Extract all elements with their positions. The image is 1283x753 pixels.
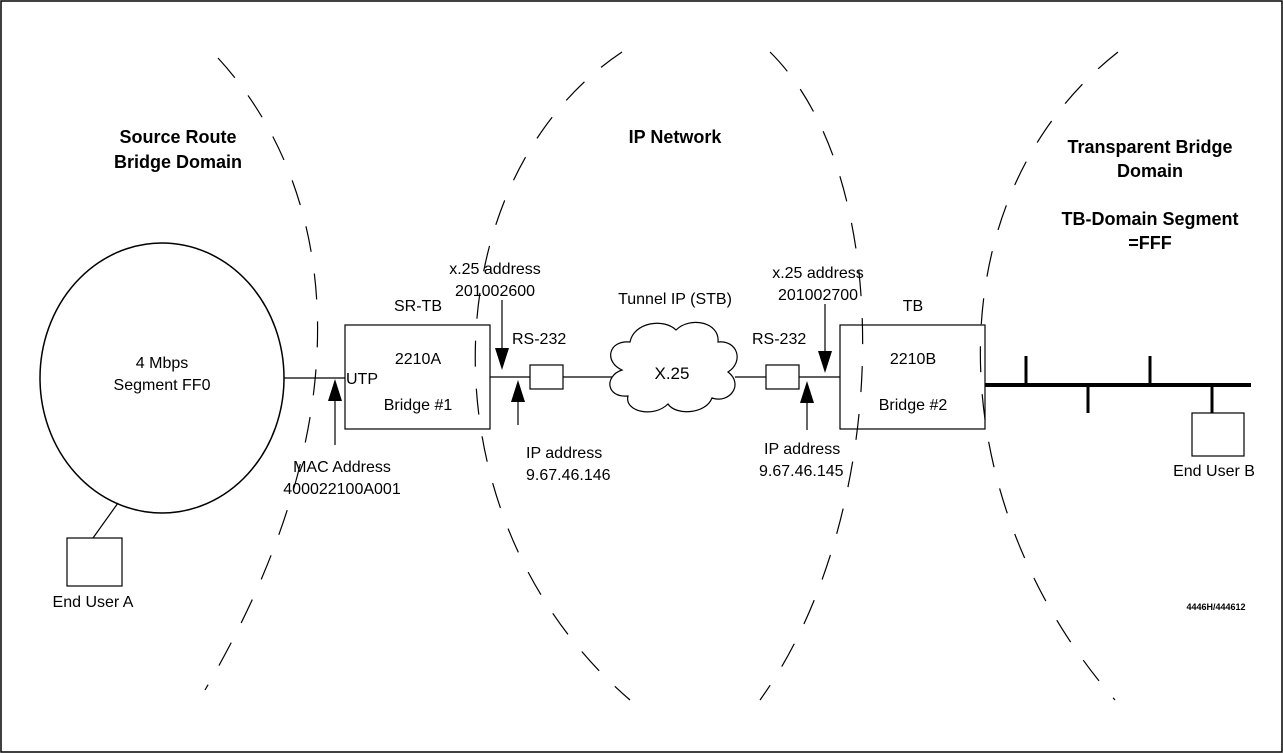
end-user-b-label: End User B xyxy=(1173,463,1255,480)
bridge2-name: 2210B xyxy=(890,351,936,368)
x25-right-label-1: x.25 address xyxy=(772,265,864,282)
bridge1-role: SR-TB xyxy=(394,298,442,315)
rs232-right-label: RS-232 xyxy=(752,331,806,348)
figure-id: 4446H/444612 xyxy=(1186,602,1245,612)
utp-label: UTP xyxy=(346,371,378,388)
mac-label-1: MAC Address xyxy=(293,459,391,476)
x25-left-label-2: 201002600 xyxy=(455,283,535,300)
tunnel-label: Tunnel IP (STB) xyxy=(618,291,732,308)
ip-network-title: IP Network xyxy=(629,127,723,147)
end-user-b-box xyxy=(1191,412,1245,457)
ip-right-label-2: 9.67.46.145 xyxy=(759,463,844,480)
ip-left-arrow-head xyxy=(511,380,525,402)
source-route-title-1: Source Route xyxy=(119,127,236,147)
mac-arrow-head xyxy=(328,379,342,401)
x25-right-arrow-head xyxy=(818,351,832,373)
bridge1-label: Bridge #1 xyxy=(384,397,453,414)
mac-label-2: 400022100A001 xyxy=(283,481,401,498)
ip-right-label-1: IP address xyxy=(764,441,840,458)
end-user-a-link xyxy=(92,502,119,539)
source-route-title-2: Bridge Domain xyxy=(114,152,242,172)
bridge1-name: 2210A xyxy=(395,351,442,368)
bridge2-box xyxy=(839,324,986,430)
boundary-right-inner xyxy=(759,51,864,701)
x25-left-label-1: x.25 address xyxy=(449,261,541,278)
end-user-a-label: End User A xyxy=(53,594,134,611)
end-user-a-box xyxy=(66,537,123,587)
x25-cloud xyxy=(609,321,738,413)
bridge2-role: TB xyxy=(903,298,923,315)
boundary-left-outer xyxy=(204,57,319,691)
domain-boundaries xyxy=(204,51,1119,701)
transparent-title-2: Domain xyxy=(1117,161,1183,181)
tb-segment-title-2: =FFF xyxy=(1128,233,1172,253)
boundary-right-outer xyxy=(979,51,1119,701)
modem-right xyxy=(765,364,800,390)
x25-right-label-2: 201002700 xyxy=(778,287,858,304)
ring-speed-label: 4 Mbps xyxy=(136,355,188,372)
boundary-left-inner xyxy=(474,51,631,701)
x25-cloud-label: X.25 xyxy=(655,364,690,383)
rs232-left-label: RS-232 xyxy=(512,331,566,348)
bridge2-label: Bridge #2 xyxy=(879,397,948,414)
ip-right-arrow-head xyxy=(800,381,814,403)
modem-left xyxy=(529,364,564,390)
tb-segment-title-1: TB-Domain Segment xyxy=(1061,209,1238,229)
ring-segment-label: Segment FF0 xyxy=(114,377,211,394)
ip-left-label-1: IP address xyxy=(526,445,602,462)
transparent-title-1: Transparent Bridge xyxy=(1067,137,1232,157)
x25-left-arrow-head xyxy=(495,348,509,370)
ip-left-label-2: 9.67.46.146 xyxy=(526,467,611,484)
